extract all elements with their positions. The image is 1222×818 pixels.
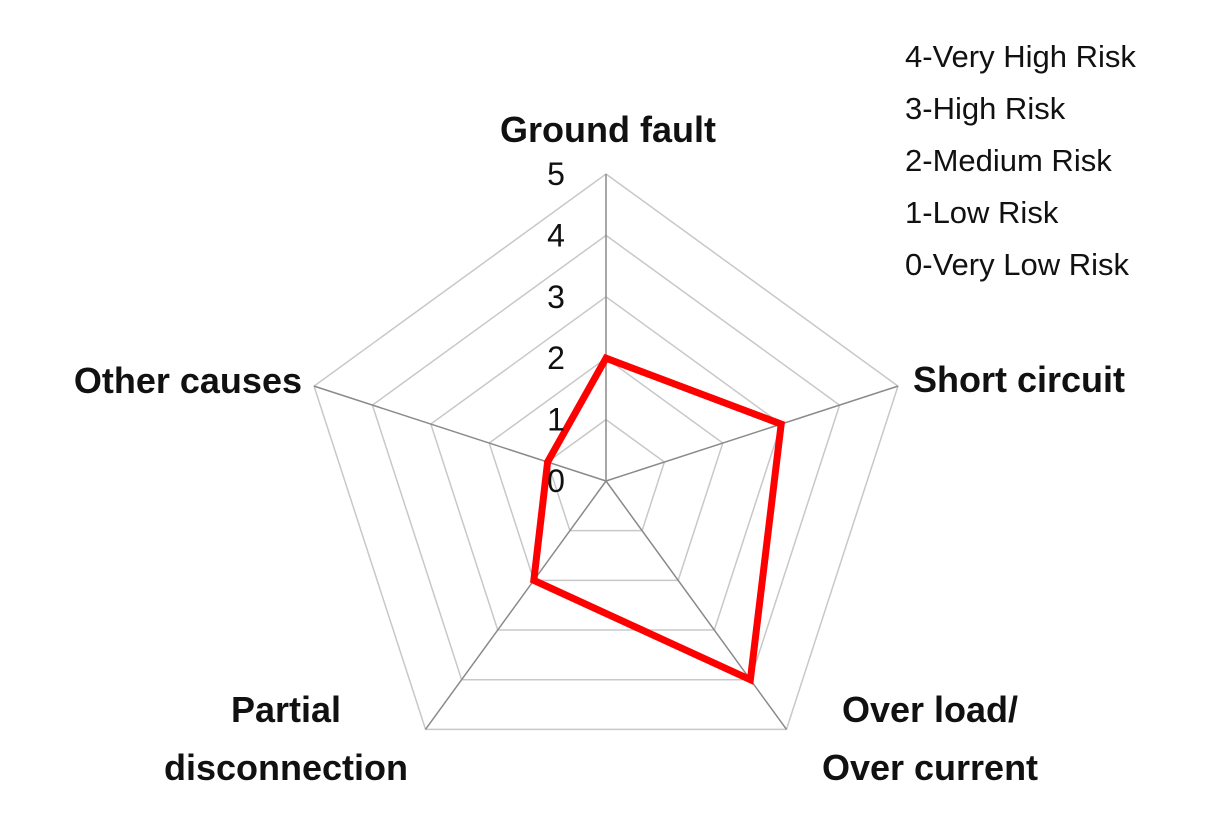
series-line-0	[530, 353, 785, 685]
tick-label-3: 3	[547, 279, 565, 315]
tick-label-0: 0	[547, 463, 565, 499]
data-point-4	[531, 578, 536, 583]
risk-legend: 4-Very High Risk 3-High Risk 2-Medium Risk…	[905, 39, 1136, 282]
tick-label-4: 4	[547, 217, 565, 253]
radar-grid	[313, 173, 899, 731]
data-point-2	[748, 677, 753, 682]
radial-tick-labels: 0 1 2 3 4 5	[547, 156, 565, 499]
data-point-1	[779, 422, 784, 427]
grid-ring-1	[546, 418, 666, 532]
data-point-0	[604, 356, 608, 361]
category-label-1: Short circuit	[913, 359, 1125, 400]
data-point-3	[545, 460, 550, 465]
tick-label-1: 1	[547, 402, 565, 438]
spoke-1	[605, 385, 899, 482]
tick-label-5: 5	[547, 156, 565, 192]
legend-item-0: 4-Very High Risk	[905, 39, 1136, 74]
grid-ring-3	[429, 295, 783, 631]
category-label-0: Ground fault	[500, 109, 716, 150]
legend-item-2: 2-Medium Risk	[905, 143, 1112, 178]
legend-item-4: 0-Very Low Risk	[905, 247, 1129, 282]
spoke-2	[605, 480, 788, 730]
grid-ring-5	[313, 173, 899, 731]
category-label-2: Over load/Over current	[822, 689, 1038, 788]
legend-item-1: 3-High Risk	[905, 91, 1066, 126]
grid-ring-2	[488, 357, 724, 582]
grid-ring-4	[371, 234, 841, 681]
category-label-3: Other causes	[74, 360, 302, 401]
spoke-4	[424, 480, 607, 730]
radar-series	[530, 353, 785, 685]
spoke-3	[313, 385, 607, 482]
legend-item-3: 1-Low Risk	[905, 195, 1059, 230]
tick-label-2: 2	[547, 340, 565, 376]
radar-spokes	[313, 174, 899, 730]
